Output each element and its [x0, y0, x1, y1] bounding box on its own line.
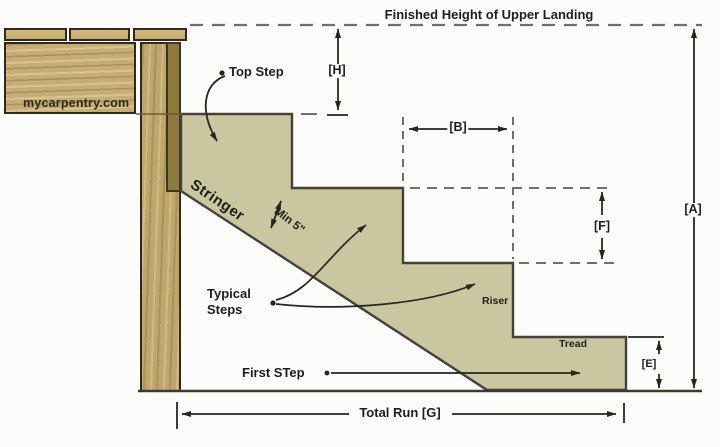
top-step-pointer-arrow [204, 75, 226, 142]
dim-e-label: [E] [639, 357, 659, 371]
deck-board-3 [133, 28, 187, 41]
deck-board-1 [4, 28, 67, 41]
first-step-pointer-dot [324, 370, 330, 376]
typical-steps-arrow-upper [275, 224, 367, 301]
typical-steps-label: Typical Steps [207, 286, 251, 317]
first-step-label: First STep [242, 365, 305, 380]
dim-b-label: [B] [447, 120, 469, 135]
watermark-text: mycarpentry.com [23, 96, 130, 110]
dim-a-label: [A] [682, 202, 704, 217]
min-throat-arrow [270, 200, 282, 229]
tread-label: Tread [559, 338, 588, 350]
dim-f-label: [F] [592, 219, 612, 234]
top-step-pointer-dot [219, 70, 225, 76]
typical-steps-arrow-lower [275, 283, 476, 308]
top-step-label: Top Step [229, 64, 284, 79]
rim-joist-board: mycarpentry.com [4, 42, 136, 114]
finished-height-label: Finished Height of Upper Landing [384, 6, 594, 22]
dim-h-label: [H] [326, 63, 348, 78]
typical-steps-pointer-dot [270, 300, 276, 306]
deck-board-2 [69, 28, 130, 41]
total-run-label: Total Run [G] [359, 404, 441, 420]
stringer-shape [179, 112, 628, 392]
riser-label: Riser [482, 295, 509, 307]
